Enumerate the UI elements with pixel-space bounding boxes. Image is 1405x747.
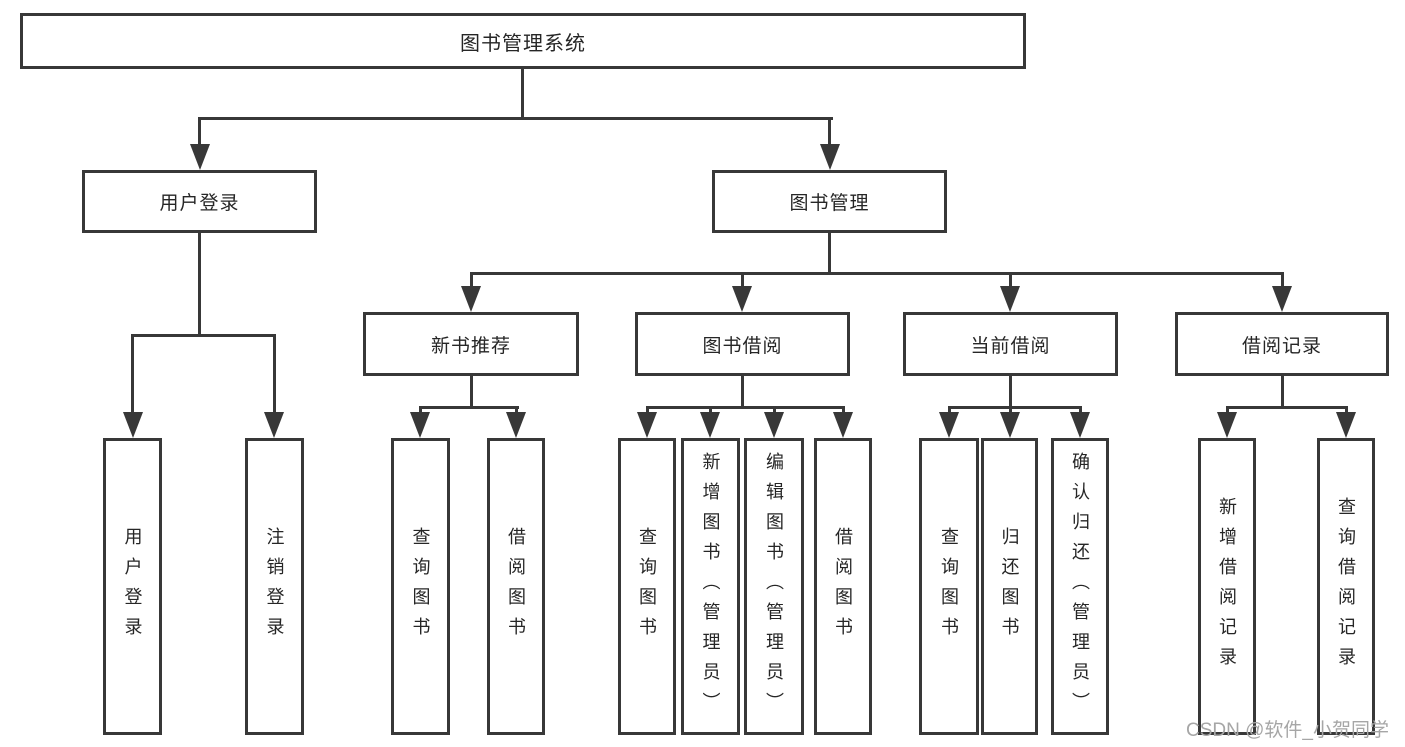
leaf-add-borrow-record: 新增借阅记录 [1198,438,1256,735]
leaf-label: 查询借阅记录 [1336,496,1356,677]
connector-line [198,117,201,147]
connector-line [842,406,845,416]
connector-line [1281,272,1284,290]
leaf-return-books: 归还图书 [981,438,1038,735]
connector-line [470,272,1284,275]
leaf-confirm-return-admin: 确认归还（管理员） [1051,438,1109,735]
leaf-query-borrow-record: 查询借阅记录 [1317,438,1375,735]
arrow-down-icon [1070,412,1090,438]
connector-line [646,406,845,409]
leaf-label: 借阅图书 [506,526,526,647]
connector-line [948,406,1082,409]
arrow-down-icon [123,412,143,438]
connector-line [198,117,833,120]
node-book-management: 图书管理 [712,170,947,233]
arrow-down-icon [637,412,657,438]
connector-line [131,334,276,337]
leaf-label: 借阅图书 [833,526,853,647]
connector-line [948,406,951,416]
connector-line [515,406,518,416]
arrow-down-icon [939,412,959,438]
leaf-label: 归还图书 [999,526,1020,647]
arrow-down-icon [506,412,526,438]
arrow-down-icon [1336,412,1356,438]
node-label: 图书管理系统 [460,32,586,55]
node-current-borrowing: 当前借阅 [903,312,1118,376]
connector-line [131,334,134,416]
arrow-down-icon [1000,286,1020,312]
connector-line [419,406,422,416]
arrow-down-icon [410,412,430,438]
connector-line [198,232,201,336]
leaf-label: 新增借阅记录 [1217,496,1237,677]
leaf-edit-books-admin: 编辑图书（管理员） [744,438,804,735]
leaf-query-books-recommend: 查询图书 [391,438,450,735]
connector-line [1009,272,1012,290]
node-label: 用户登录 [159,193,240,214]
connector-line [419,406,519,409]
connector-line [470,374,473,409]
leaf-label: 编辑图书（管理员） [764,451,784,722]
arrow-down-icon [461,286,481,312]
node-library-system: 图书管理系统 [20,13,1026,69]
arrow-down-icon [190,144,210,170]
arrow-down-icon [1272,286,1292,312]
node-book-borrowing: 图书借阅 [635,312,850,376]
connector-line [1281,374,1284,409]
connector-line [741,374,744,409]
arrow-down-icon [820,144,840,170]
node-label: 借阅记录 [1241,335,1322,357]
arrow-down-icon [700,412,720,438]
arrow-down-icon [732,286,752,312]
connector-line [1009,374,1012,409]
connector-line [709,406,712,416]
connector-line [470,272,473,290]
arrow-down-icon [264,412,284,438]
arrow-down-icon [764,412,784,438]
connector-line [521,68,524,118]
node-label: 图书管理 [789,193,870,214]
node-label: 新书推荐 [430,335,511,357]
arrow-down-icon [1217,412,1237,438]
leaf-label: 查询图书 [637,526,657,647]
connector-line [1079,406,1082,416]
leaf-label: 新增图书（管理员） [700,451,721,722]
connector-line [1226,406,1229,416]
node-borrowing-records: 借阅记录 [1175,312,1389,376]
connector-line [1345,406,1348,416]
leaf-add-books-admin: 新增图书（管理员） [681,438,740,735]
leaf-logout: 注销登录 [245,438,304,735]
leaf-borrow-books-recommend: 借阅图书 [487,438,545,735]
arrow-down-icon [833,412,853,438]
connector-line [1009,406,1012,416]
leaf-borrow-books: 借阅图书 [814,438,872,735]
leaf-user-login: 用户登录 [103,438,162,735]
node-new-book-recommendation: 新书推荐 [363,312,579,376]
connector-line [741,272,744,290]
connector-line [1226,406,1348,409]
connector-line [646,406,649,416]
connector-line [828,232,831,275]
leaf-label: 用户登录 [122,526,143,647]
leaf-query-books-borrow: 查询图书 [618,438,676,735]
leaf-query-books-current: 查询图书 [919,438,979,735]
leaf-label: 查询图书 [410,526,431,647]
leaf-label: 注销登录 [264,526,285,647]
node-label: 图书借阅 [702,335,783,357]
connector-line [773,406,776,416]
arrow-down-icon [1000,412,1020,438]
node-label: 当前借阅 [970,335,1051,357]
connector-line [828,117,831,147]
connector-line [273,334,276,416]
watermark-text: CSDN @软件_小贺同学 [1186,720,1389,741]
leaf-label: 查询图书 [939,526,959,647]
leaf-label: 确认归还（管理员） [1070,451,1090,722]
node-user-login: 用户登录 [82,170,317,233]
